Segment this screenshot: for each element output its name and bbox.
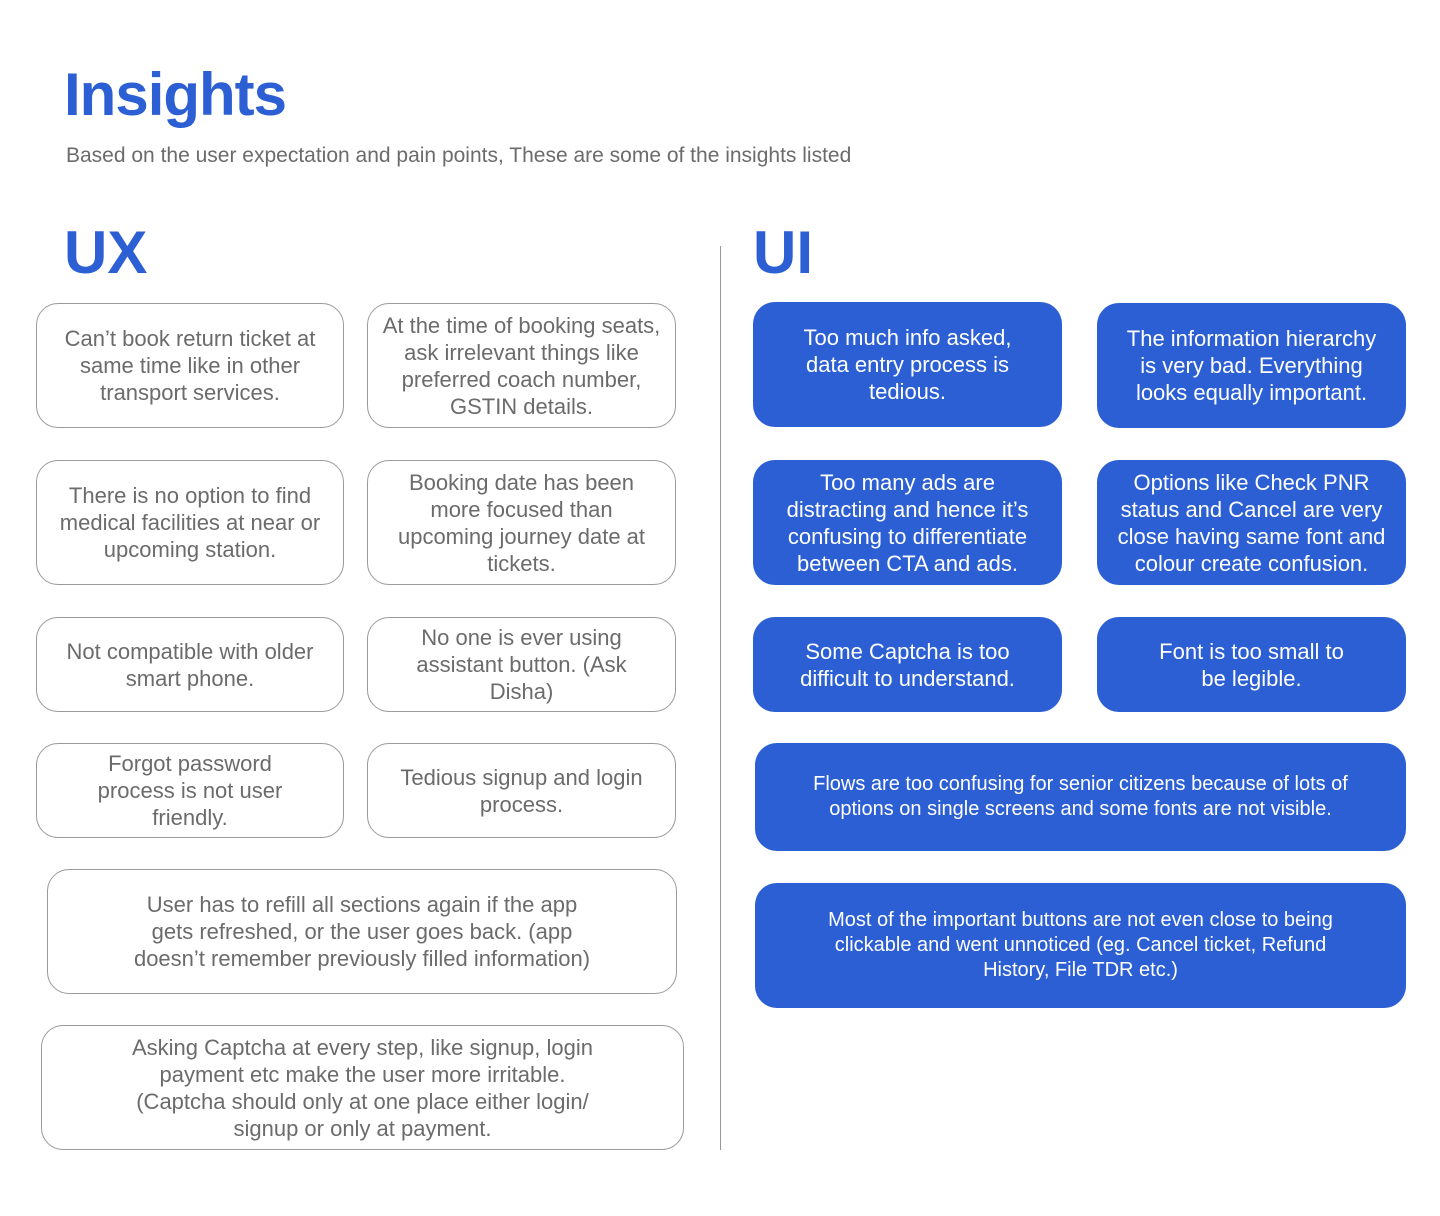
ui-insight-card: Too much info asked, data entry process … bbox=[753, 302, 1062, 427]
ux-insight-card: Not compatible with older smart phone. bbox=[36, 617, 344, 712]
ui-insight-card: Some Captcha is too difficult to underst… bbox=[753, 617, 1062, 712]
ux-insight-card: Asking Captcha at every step, like signu… bbox=[41, 1025, 684, 1150]
ui-heading: UI bbox=[753, 219, 813, 286]
ux-insight-card: Forgot password process is not user frie… bbox=[36, 743, 344, 838]
page-title: Insights bbox=[64, 61, 287, 128]
ux-insight-card: User has to refill all sections again if… bbox=[47, 869, 677, 994]
ui-insight-card: Most of the important buttons are not ev… bbox=[755, 883, 1406, 1008]
column-divider bbox=[720, 246, 721, 1150]
ux-insight-card: No one is ever using assistant button. (… bbox=[367, 617, 676, 712]
ux-insight-card: Booking date has been more focused than … bbox=[367, 460, 676, 585]
ui-insight-card: Flows are too confusing for senior citiz… bbox=[755, 743, 1406, 851]
ui-insight-card: Options like Check PNR status and Cancel… bbox=[1097, 460, 1406, 585]
ux-heading: UX bbox=[64, 219, 148, 286]
page-subtitle: Based on the user expectation and pain p… bbox=[66, 144, 852, 167]
ux-insight-card: Tedious signup and login process. bbox=[367, 743, 676, 838]
ui-insight-card: Font is too small to be legible. bbox=[1097, 617, 1406, 712]
ui-insight-card: The information hierarchy is very bad. E… bbox=[1097, 303, 1406, 428]
ux-insight-card: At the time of booking seats, ask irrele… bbox=[367, 303, 676, 428]
ux-insight-card: There is no option to find medical facil… bbox=[36, 460, 344, 585]
ui-insight-card: Too many ads are distracting and hence i… bbox=[753, 460, 1062, 585]
ux-insight-card: Can’t book return ticket at same time li… bbox=[36, 303, 344, 428]
